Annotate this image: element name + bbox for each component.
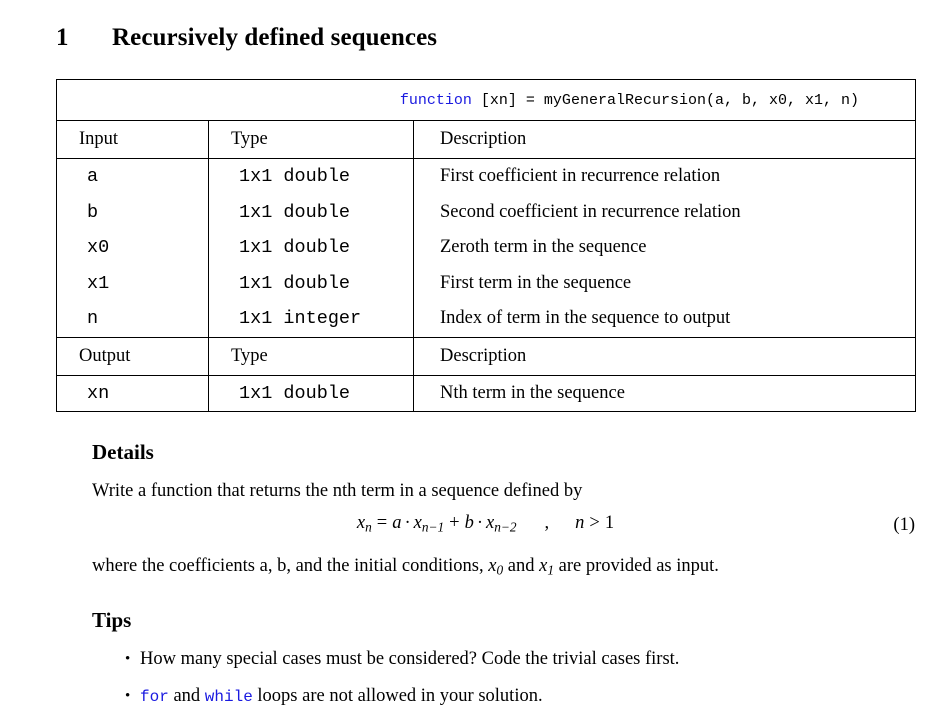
where-sub-0: 0 bbox=[496, 562, 504, 578]
tip-mid-text: and bbox=[168, 686, 205, 706]
details-intro: Write a function that returns the nth te… bbox=[92, 481, 583, 501]
header-description: Description bbox=[413, 120, 916, 159]
table-row: xn 1x1 double Nth term in the sequence bbox=[57, 375, 916, 412]
input-name: x0 bbox=[87, 237, 110, 259]
table-row: b 1x1 double Second coefficient in recur… bbox=[57, 194, 916, 230]
where-part-3: are provided as input. bbox=[553, 556, 719, 576]
tip-tail-text: loops are not allowed in your solution. bbox=[252, 686, 543, 706]
output-description: Nth term in the sequence bbox=[413, 375, 916, 412]
equation-block: xn=a·xn−1+b·xn−2,n>1 (1) bbox=[56, 513, 915, 543]
eq-equals: = bbox=[376, 513, 388, 533]
input-type: 1x1 double bbox=[208, 230, 414, 266]
output-header-row: Output Type Description bbox=[56, 337, 916, 376]
eq-cond-var: n bbox=[575, 513, 585, 533]
function-signature-rest: [xn] = myGeneralRecursion(a, b, x0, x1, … bbox=[471, 92, 859, 109]
output-type: 1x1 double bbox=[208, 375, 414, 412]
signature-cell: function [xn] = myGeneralRecursion(a, b,… bbox=[56, 79, 916, 121]
input-type: 1x1 double bbox=[208, 158, 414, 195]
section-number: 1 bbox=[56, 24, 69, 51]
eq-lhs-sub: n bbox=[365, 519, 372, 535]
input-type: 1x1 double bbox=[208, 194, 414, 230]
eq-cdot-2: · bbox=[476, 513, 484, 533]
keyword-for: for bbox=[140, 688, 169, 706]
bullet-icon: • bbox=[125, 651, 131, 667]
list-item: • How many special cases must be consider… bbox=[125, 649, 679, 670]
eq-term2-sub: n−2 bbox=[494, 519, 517, 535]
input-type: 1x1 integer bbox=[208, 301, 414, 338]
table-row: x0 1x1 double Zeroth term in the sequenc… bbox=[57, 230, 916, 266]
header-description: Description bbox=[413, 337, 916, 376]
eq-term2-var: x bbox=[486, 513, 495, 533]
input-description: First coefficient in recurrence relation bbox=[413, 158, 916, 195]
where-part-2: and bbox=[503, 556, 540, 576]
keyword-while: while bbox=[204, 688, 253, 706]
where-sub-1: 1 bbox=[547, 562, 554, 578]
eq-term1-sub: n−1 bbox=[421, 519, 445, 535]
input-name: x1 bbox=[87, 272, 110, 294]
equation-number: (1) bbox=[893, 515, 915, 535]
eq-cond-op: > bbox=[589, 513, 600, 533]
section-title-text: Recursively defined sequences bbox=[112, 24, 438, 51]
header-type: Type bbox=[208, 337, 414, 376]
eq-cond-val: 1 bbox=[604, 513, 615, 533]
input-description: Index of term in the sequence to output bbox=[413, 301, 916, 338]
eq-coef-a: a bbox=[392, 513, 402, 533]
input-description: First term in the sequence bbox=[413, 265, 916, 301]
where-var-x1: x bbox=[539, 556, 548, 576]
input-description: Second coefficient in recurrence relatio… bbox=[413, 194, 916, 230]
table-row: a 1x1 double First coefficient in recurr… bbox=[57, 158, 916, 195]
tip-text: How many special cases must be considere… bbox=[140, 649, 680, 669]
page-title: 1 Recursively defined sequences bbox=[56, 24, 437, 52]
list-item: • for and while loops are not allowed in … bbox=[125, 686, 543, 707]
recurrence-equation: xn=a·xn−1+b·xn−2,n>1 bbox=[56, 513, 915, 536]
function-signature-table: function [xn] = myGeneralRecursion(a, b,… bbox=[56, 79, 916, 412]
header-output: Output bbox=[56, 337, 209, 376]
where-part-1: where the coefficients a, b, and the ini… bbox=[92, 556, 489, 576]
bullet-icon: • bbox=[125, 688, 131, 704]
details-heading: Details bbox=[92, 440, 154, 464]
input-type: 1x1 double bbox=[208, 265, 414, 301]
table-row: x1 1x1 double First term in the sequence bbox=[57, 265, 916, 301]
input-name: a bbox=[87, 166, 99, 188]
eq-term1-var: x bbox=[413, 513, 422, 533]
eq-lhs-var: x bbox=[356, 513, 366, 533]
input-header-row: Input Type Description bbox=[56, 120, 916, 159]
input-name: b bbox=[87, 201, 99, 223]
details-where-line: where the coefficients a, b, and the ini… bbox=[92, 556, 719, 579]
eq-cdot-1: · bbox=[404, 513, 411, 533]
input-description: Zeroth term in the sequence bbox=[413, 230, 916, 266]
eq-plus: + bbox=[449, 513, 460, 533]
header-type: Type bbox=[208, 120, 414, 159]
tips-heading: Tips bbox=[92, 608, 132, 632]
eq-coef-b: b bbox=[464, 513, 474, 533]
table-row: n 1x1 integer Index of term in the seque… bbox=[56, 301, 916, 338]
signature-row: function [xn] = myGeneralRecursion(a, b,… bbox=[56, 79, 916, 121]
where-var-x0: x bbox=[488, 556, 497, 576]
input-name: n bbox=[56, 301, 209, 338]
output-name: xn bbox=[87, 382, 110, 404]
header-input: Input bbox=[56, 120, 209, 159]
function-keyword: function bbox=[399, 92, 472, 109]
eq-comma: , bbox=[544, 513, 550, 533]
